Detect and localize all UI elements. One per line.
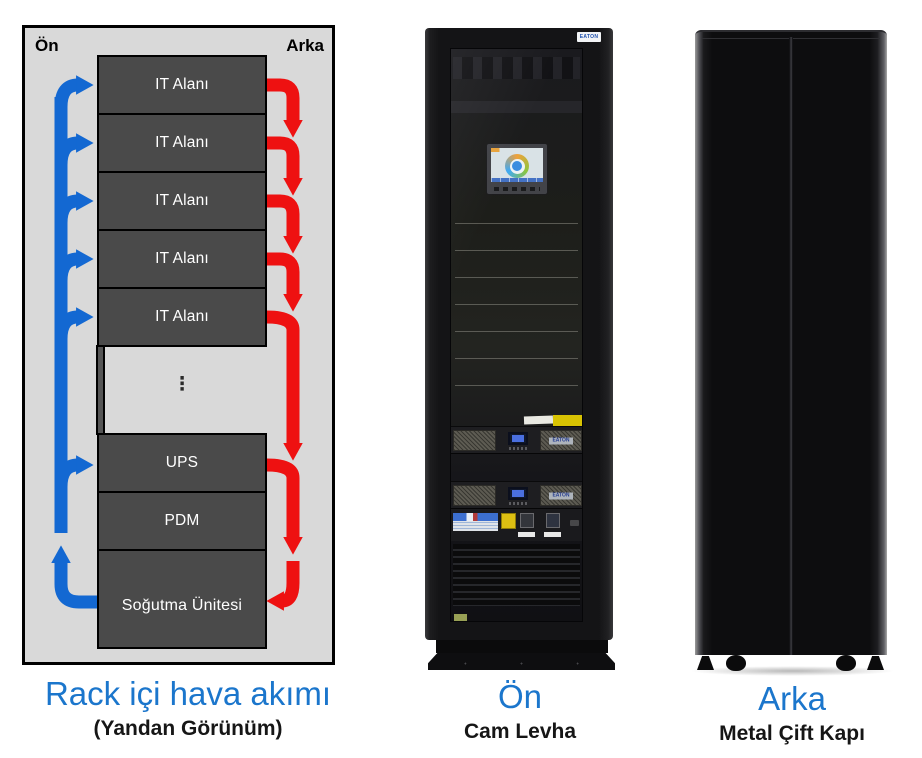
shelf-line xyxy=(455,304,578,305)
caster-wheel xyxy=(726,655,746,671)
front-rack-plinth xyxy=(436,640,608,653)
rack-stack: IT Alanı IT Alanı IT Alanı IT Alanı IT A… xyxy=(96,55,267,649)
ups-lcd xyxy=(508,487,528,500)
leveling-foot xyxy=(697,656,714,670)
diagram-caption-subtitle: (Yandan Görünüm) xyxy=(93,717,283,741)
sticker-panel xyxy=(451,509,582,541)
it-area-box-3: IT Alanı xyxy=(97,171,267,231)
front-rack-photo: EATON xyxy=(425,28,613,640)
ups-brand-label: EATON xyxy=(549,492,573,499)
ups-grille xyxy=(453,430,496,451)
cable-connectors xyxy=(453,57,580,79)
bezel-buttons xyxy=(494,187,540,191)
paper-label xyxy=(523,415,554,425)
touchscreen-display xyxy=(486,143,548,195)
sticker-caption xyxy=(544,532,561,537)
screen-toolbar xyxy=(491,178,543,182)
ups-lcd xyxy=(508,432,528,445)
rack-gap: ⋮ xyxy=(96,345,267,435)
caster-wheel xyxy=(836,655,856,671)
faint-logo xyxy=(570,520,579,526)
green-sticker xyxy=(454,614,467,621)
info-sticker xyxy=(546,513,560,528)
top-shelf-band xyxy=(451,101,582,113)
glass-door: EATON EATON xyxy=(450,48,583,622)
back-photo-caption-title: Arka xyxy=(758,680,826,717)
double-door-seam xyxy=(789,37,793,655)
warning-sticker xyxy=(501,513,516,529)
shelf-line xyxy=(455,250,578,251)
hot-air-flow xyxy=(266,78,303,611)
ellipsis-icon: ⋮ xyxy=(172,373,192,395)
leveling-foot xyxy=(867,656,884,670)
it-area-box-2: IT Alanı xyxy=(97,113,267,173)
diagram-caption-title: Rack içi hava akımı xyxy=(44,675,332,712)
shelf-line xyxy=(455,331,578,332)
ups-buttons xyxy=(509,502,527,505)
sticker-caption xyxy=(518,532,535,537)
ups-grille: EATON xyxy=(540,485,582,506)
info-sticker xyxy=(520,513,534,528)
diagram-back-label: Arka xyxy=(286,36,324,55)
rack-rail xyxy=(96,345,105,435)
it-area-box-5: IT Alanı xyxy=(97,287,267,347)
back-photo-caption-subtitle: Metal Çift Kapı xyxy=(719,722,865,746)
pdm-box: PDM xyxy=(97,491,267,551)
diagram-front-label: Ön xyxy=(35,36,59,55)
ups-buttons xyxy=(509,447,527,450)
touchscreen-ui xyxy=(491,148,543,182)
cooling-unit-box: Soğutma Ünitesi xyxy=(97,549,267,649)
spec-sticker xyxy=(453,513,498,531)
front-rack-base xyxy=(428,653,615,670)
ups-grille xyxy=(453,485,496,506)
shelf-line xyxy=(455,223,578,224)
it-area-box-1: IT Alanı xyxy=(97,55,267,115)
cold-air-flow xyxy=(51,75,97,609)
shelf-line xyxy=(455,358,578,359)
yellow-label xyxy=(553,415,582,426)
airflow-diagram-panel: Ön Arka IT Alanı IT Alanı IT Alanı IT Al… xyxy=(22,25,335,665)
diagram-caption: Rack içi hava akımı (Yandan Görünüm) xyxy=(12,675,364,741)
ups-brand-label: EATON xyxy=(549,437,573,444)
back-rack-photo xyxy=(695,30,887,655)
eaton-logo: EATON xyxy=(577,32,601,42)
back-photo-caption: Arka Metal Çift Kapı xyxy=(695,680,889,746)
it-area-box-4: IT Alanı xyxy=(97,229,267,289)
shelf-line xyxy=(455,277,578,278)
ups-module-2: EATON xyxy=(451,481,582,509)
screen-header xyxy=(491,148,543,152)
ups-module-1: EATON xyxy=(451,426,582,454)
ups-box: UPS xyxy=(97,433,267,493)
vent-slats xyxy=(453,544,580,606)
floor-shadow xyxy=(690,666,895,676)
front-photo-caption-subtitle: Cam Levha xyxy=(463,720,577,744)
shelf-line xyxy=(455,385,578,386)
front-photo-caption-title: Ön xyxy=(497,678,543,715)
front-photo-caption: Ön Cam Levha xyxy=(425,678,615,744)
status-gauge-icon xyxy=(505,154,529,178)
ups-grille: EATON xyxy=(540,430,582,451)
